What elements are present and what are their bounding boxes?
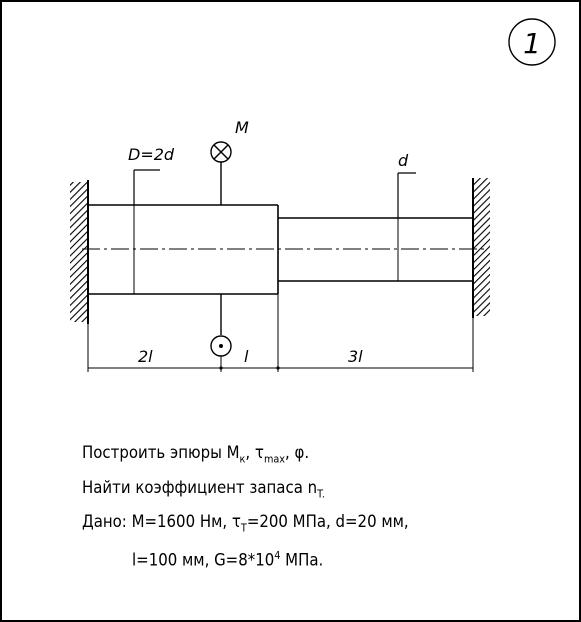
right-fixed-support — [472, 178, 490, 318]
length-dimensions: 2l l 3l — [87, 294, 474, 372]
small-diameter-marker: d — [397, 151, 416, 281]
length-mid-label: l — [244, 347, 249, 366]
left-fixed-support — [70, 180, 89, 324]
task-line-4: l=100 мм, G=8*104 МПа. — [132, 549, 324, 571]
problem-number-badge: 1 — [508, 18, 556, 66]
large-diameter-marker: D=2d — [128, 145, 175, 294]
small-diameter-label: d — [398, 151, 409, 170]
length-left-label: 2l — [138, 347, 153, 366]
torque-moment: M — [210, 118, 249, 357]
task-line-2: Найти коэффициент запаса nT. — [82, 478, 325, 501]
length-right-label: 3l — [348, 347, 363, 366]
task-line-3: Дано: M=1600 Нм, τT=200 МПа, d=20 мм, — [82, 512, 409, 535]
moment-label: M — [235, 118, 249, 137]
task-line-1: Построить эпюры Mк, τmax, φ. — [82, 443, 310, 466]
large-diameter-label: D=2d — [128, 145, 175, 164]
shaft-small-section — [278, 217, 473, 282]
problem-number: 1 — [523, 27, 541, 60]
